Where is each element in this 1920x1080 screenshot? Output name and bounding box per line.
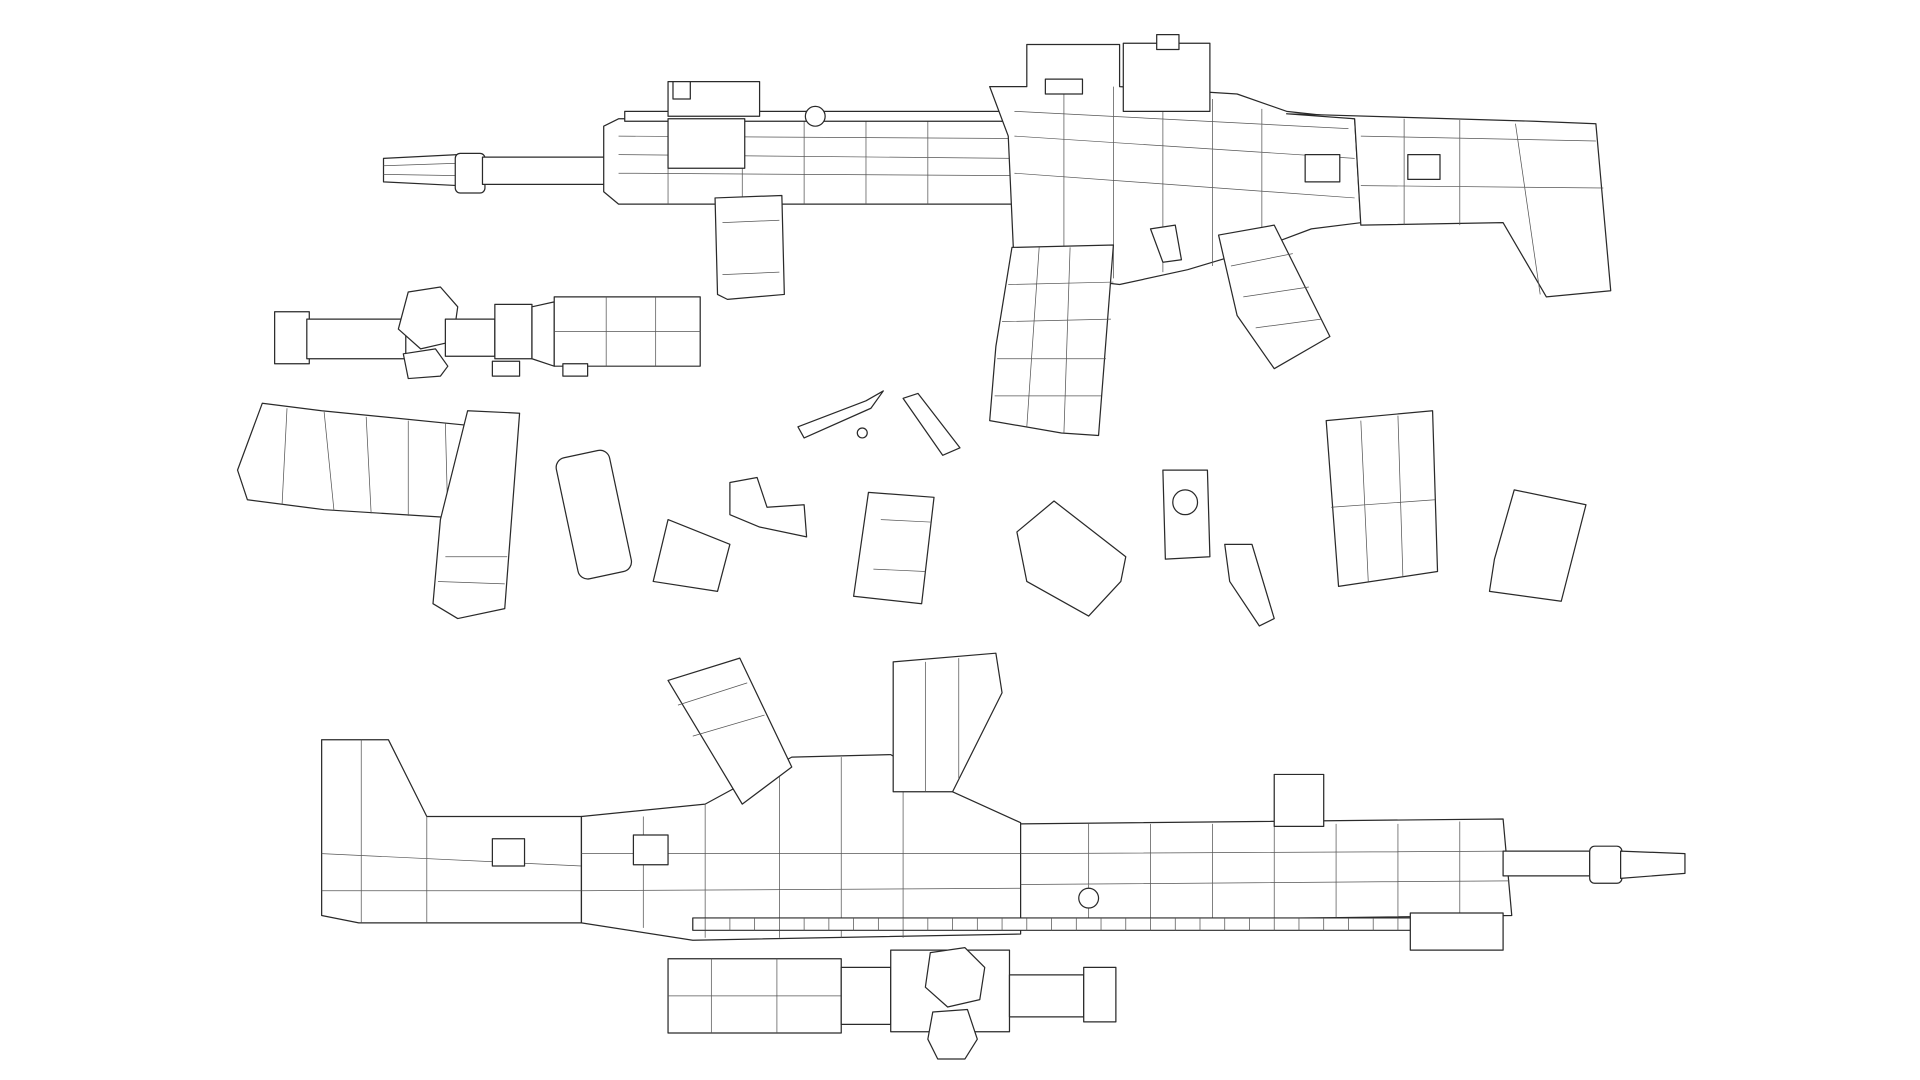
handguard-bottom: [1020, 818, 1513, 923]
scope-eyepiece: [274, 311, 310, 365]
barrel-collar-bottom: [1589, 845, 1623, 884]
bottom-rail: [692, 917, 1430, 931]
flashlight: [555, 449, 633, 580]
flash-hider: [382, 154, 459, 187]
barrel-bottom: [1502, 850, 1591, 877]
side-block: [667, 118, 746, 169]
stock-slot-bottom: [491, 838, 526, 867]
scope-turret-bottom: [924, 947, 986, 1008]
front-mount: [1409, 912, 1504, 951]
pouch: [1488, 489, 1587, 602]
stock-bottom: [321, 739, 583, 924]
grip-part: [852, 491, 935, 605]
red-dot-sight: [1122, 42, 1211, 112]
rifle-top: [382, 34, 1612, 437]
rail-knob: [804, 105, 826, 127]
vertical-grip: [652, 518, 731, 592]
front-sight: [729, 476, 808, 538]
stock: [1285, 113, 1612, 298]
flash-hider-bottom: [1620, 850, 1686, 879]
stock-part: [432, 410, 521, 620]
foregrip-stub: [1273, 773, 1325, 828]
primer: [856, 427, 868, 439]
battery-box: [1016, 500, 1127, 617]
pistol-grip-bottom: [667, 657, 793, 805]
foregrip: [714, 194, 785, 300]
straight-magazine: [1325, 410, 1439, 588]
magazine: [989, 244, 1115, 437]
parts-row: [236, 390, 1587, 627]
barrel-collar: [454, 152, 486, 194]
stock-slot: [1304, 154, 1341, 183]
scope-left: [274, 286, 701, 380]
barrel: [481, 156, 607, 185]
rear-sight-small: [1224, 543, 1275, 627]
curved-magazine: [236, 402, 484, 521]
scope-eyepiece-bottom: [1083, 966, 1117, 1023]
casing: [902, 392, 961, 456]
pistol-grip: [1217, 224, 1331, 370]
handguard: [603, 118, 1016, 205]
scope-bottom: [667, 947, 1117, 1060]
bullet-left: [797, 390, 884, 439]
trigger-guard: [1149, 224, 1183, 263]
magazine-bottom: [892, 652, 1003, 793]
rifle-bottom: [321, 652, 1686, 951]
